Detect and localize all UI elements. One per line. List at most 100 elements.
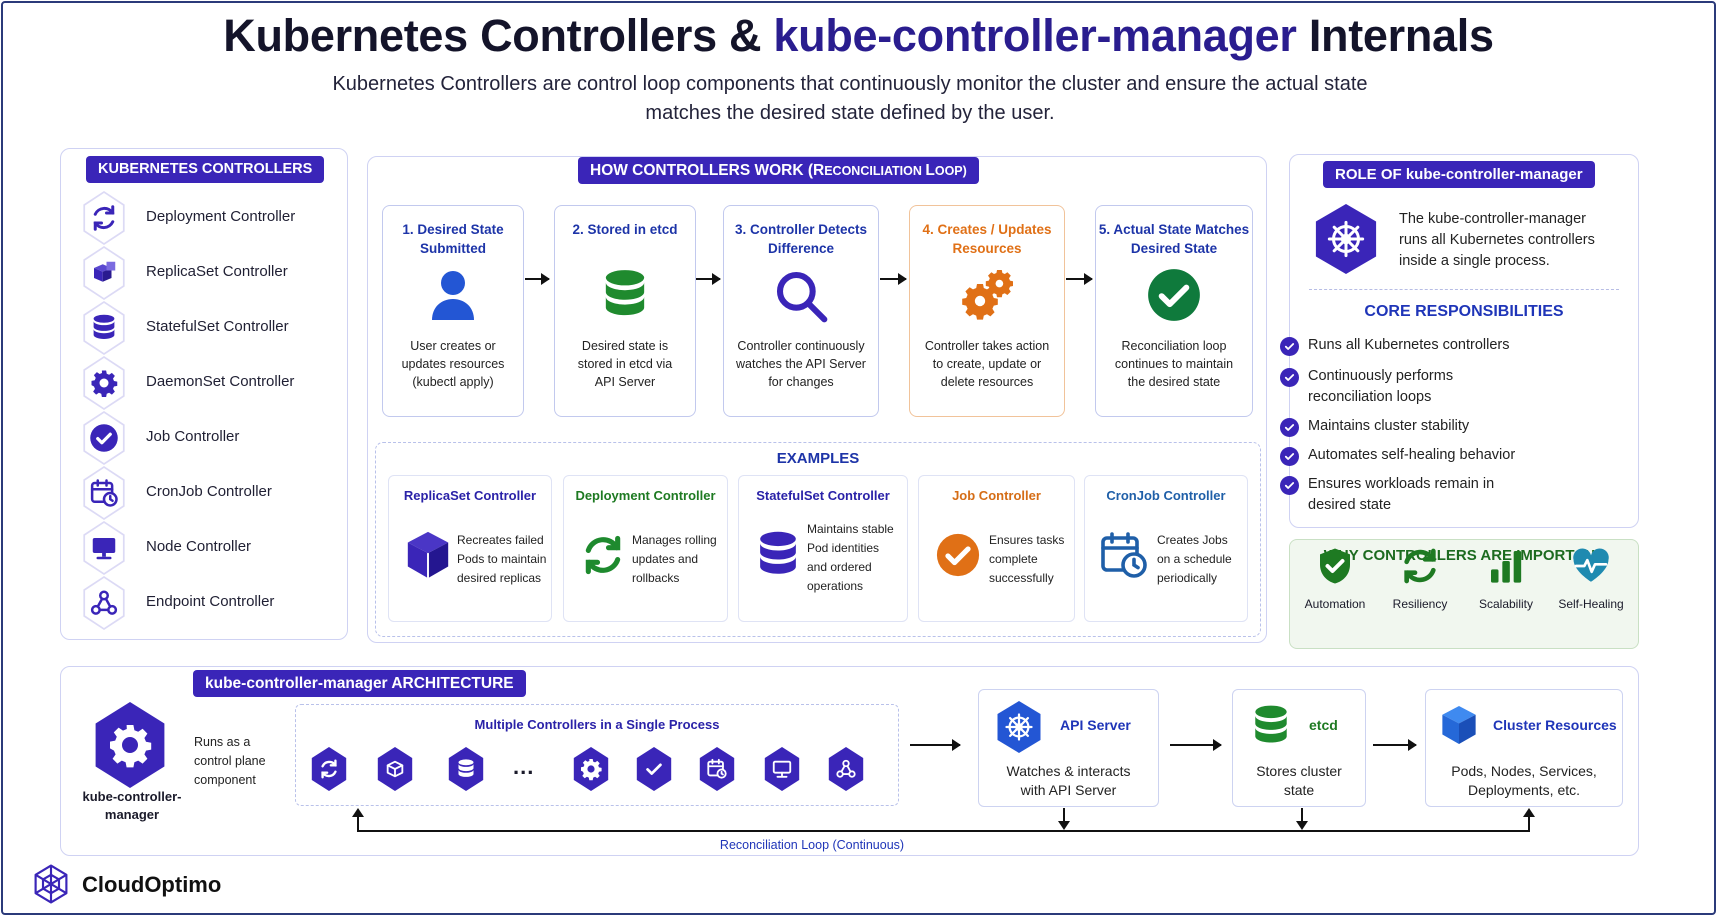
controller-item-job: Job Controller	[78, 411, 338, 465]
monitor-icon	[83, 521, 125, 575]
arch-arrow	[1170, 739, 1222, 751]
why-item-resiliency: Resiliency	[1375, 546, 1465, 611]
gear-icon	[83, 356, 125, 410]
controller-item-deployment: Deployment Controller	[78, 191, 338, 245]
cube-icon	[1440, 704, 1478, 751]
database-icon	[555, 268, 695, 328]
calendar-clock-icon	[83, 466, 125, 520]
cluster-resources-description: Pods, Nodes, Services,Deployments, etc.	[1451, 763, 1597, 798]
kubernetes-helm-icon	[997, 701, 1041, 753]
controller-item-daemonset: DaemonSet Controller	[78, 356, 338, 410]
network-icon	[83, 576, 125, 630]
controller-item-replicaset: ReplicaSet Controller	[78, 246, 338, 300]
architecture-heading: kube-controller-manager ARCHITECTURE	[193, 670, 526, 697]
why-heading: WHY CONTROLLERS ARE IMPORTANT	[1323, 547, 1605, 564]
database-icon	[83, 301, 125, 355]
role-heading: ROLE OF kube-controller-manager	[1323, 161, 1595, 188]
cube-icon	[403, 530, 453, 580]
role-divider	[1309, 289, 1619, 290]
arch-arrow	[910, 739, 961, 751]
responsibility-item: Maintains cluster stability	[1280, 416, 1469, 437]
controllers-heading: KUBERNETES CONTROLLERS	[86, 156, 325, 183]
check-circle-icon	[933, 530, 983, 580]
example-title: StatefulSet Controller	[756, 488, 890, 503]
check-icon	[1280, 368, 1299, 387]
check-circle-icon	[83, 411, 125, 465]
loop-arrowhead	[1296, 821, 1308, 830]
sync-icon	[1375, 546, 1465, 591]
cluster-resources-title: Cluster Resources	[1493, 717, 1617, 733]
shield-check-icon	[1290, 546, 1380, 591]
why-label: Resiliency	[1392, 597, 1448, 611]
why-item-self-healing: Self-Healing	[1546, 546, 1636, 611]
example-title: ReplicaSet Controller	[403, 488, 537, 503]
flow-arrow	[880, 273, 907, 285]
loop-arrowhead	[1058, 821, 1070, 830]
etcd-title: etcd	[1309, 717, 1338, 733]
controller-label: StatefulSet Controller	[146, 318, 289, 335]
database-icon	[1252, 704, 1290, 753]
loop-line	[1301, 808, 1303, 822]
why-label: Automation	[1304, 597, 1366, 611]
check-icon	[1280, 447, 1299, 466]
check-icon	[1280, 418, 1299, 437]
multi-controllers-label: Multiple Controllers in a Single Process	[474, 717, 720, 732]
kcm-label: kube-controller-manager	[82, 789, 182, 822]
controller-item-statefulset: StatefulSet Controller	[78, 301, 338, 355]
check-icon	[1280, 337, 1299, 356]
controller-item-endpoint: Endpoint Controller	[78, 576, 338, 630]
page-title: Kubernetes Controllers & kube-controller…	[223, 10, 1494, 61]
user-icon	[383, 268, 523, 328]
cloudoptimo-logo-icon	[32, 864, 70, 909]
controller-item-cronjob: CronJob Controller	[78, 466, 338, 520]
core-heading: CORE RESPONSIBILITIES	[1364, 303, 1564, 320]
database-icon	[753, 530, 803, 580]
cubes-icon	[83, 246, 125, 300]
check-icon	[1280, 476, 1299, 495]
how-heading: HOW CONTROLLERS WORK (RECONCILIATION LOO…	[578, 157, 979, 184]
multi-controllers-box	[295, 704, 899, 806]
arch-arrow	[1373, 739, 1417, 751]
page-subtitle: Kubernetes Controllers are control loop …	[332, 73, 1368, 124]
controller-label: DaemonSet Controller	[146, 373, 295, 390]
controller-label: Endpoint Controller	[146, 593, 275, 610]
flow-arrow	[696, 273, 721, 285]
loop-line	[357, 814, 359, 831]
example-title: Deployment Controller	[575, 488, 716, 503]
more-controllers-ellipsis: ...	[513, 754, 535, 779]
check-circle-icon	[1096, 268, 1252, 328]
controller-label: Node Controller	[146, 538, 252, 555]
responsibility-item: Runs all Kubernetes controllers	[1280, 335, 1510, 356]
example-title: CronJob Controller	[1106, 488, 1226, 503]
responsibility-item: Automates self-healing behavior	[1280, 445, 1515, 466]
bar-chart-icon	[1461, 546, 1551, 591]
why-label: Self-Healing	[1558, 597, 1624, 611]
controller-label: Deployment Controller	[146, 208, 296, 225]
why-label: Scalability	[1478, 597, 1534, 611]
loop-line	[1063, 808, 1065, 822]
controller-item-node: Node Controller	[78, 521, 338, 575]
api-server-title: API Server	[1060, 717, 1131, 733]
